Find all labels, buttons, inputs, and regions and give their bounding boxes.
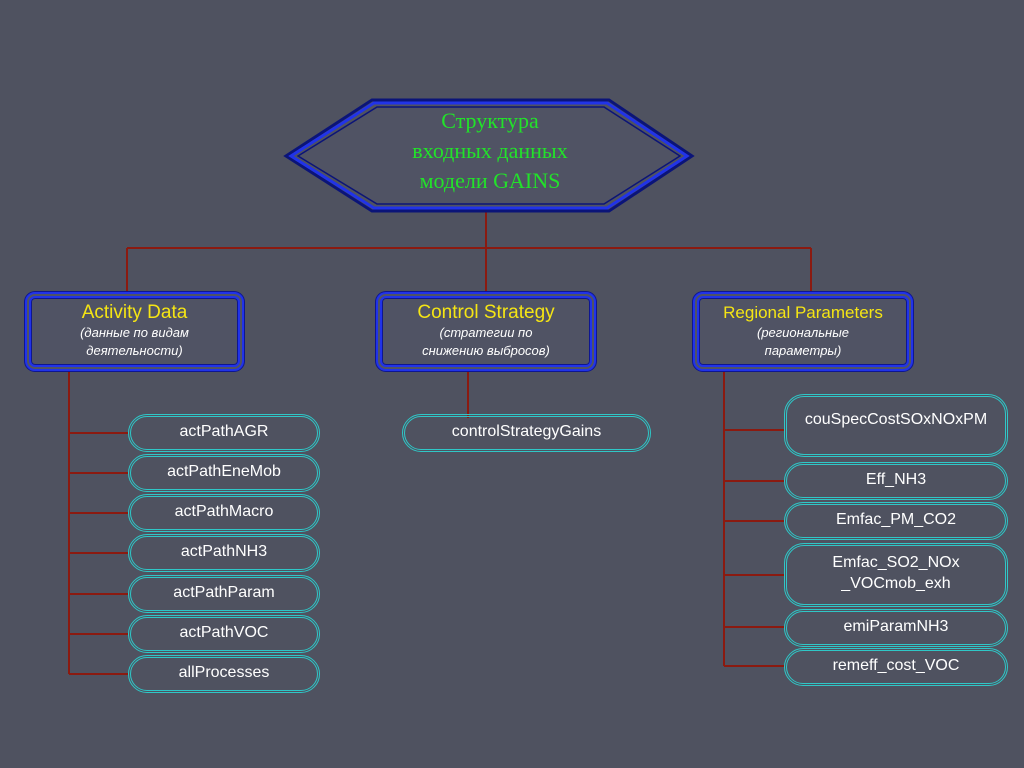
root-title-line-3: модели GAINS (419, 168, 561, 193)
regional-item: Emfac_PM_CO2 (784, 502, 1008, 540)
category-activity-subtitle: (данные по видам деятельности) (80, 325, 189, 358)
category-activity-title: Activity Data (81, 302, 188, 323)
activity-item: actPathParam (128, 575, 320, 613)
category-control-strategy: Control Strategy (стратегии по снижению … (376, 292, 596, 371)
regional-item: remeff_cost_VOC (784, 648, 1008, 686)
category-regional-parameters: Regional Parameters (региональные параме… (693, 292, 913, 371)
regional-item: Emfac_SO2_NOx _VOCmob_exh (784, 543, 1008, 607)
regional-item: emiParamNH3 (784, 609, 1008, 647)
category-control-subtitle: (стратегии по снижению выбросов) (422, 325, 550, 358)
activity-item: actPathAGR (128, 414, 320, 452)
regional-item: Eff_NH3 (784, 462, 1008, 500)
activity-item: actPathNH3 (128, 534, 320, 572)
activity-item: actPathEneMob (128, 454, 320, 492)
activity-item: actPathMacro (128, 494, 320, 532)
root-title-line-2: входных данных (412, 138, 568, 163)
category-control-title: Control Strategy (417, 302, 555, 323)
root-title: Структура входных данных модели GAINS (330, 106, 650, 196)
activity-item: actPathVOC (128, 615, 320, 653)
root-hexagon (283, 98, 695, 213)
category-activity-data: Activity Data (данные по видам деятельно… (25, 292, 244, 371)
category-regional-subtitle: (региональные параметры) (756, 325, 849, 358)
regional-item: couSpecCostSOxNOxPM (784, 394, 1008, 457)
activity-item: allProcesses (128, 655, 320, 693)
control-item: controlStrategyGains (402, 414, 651, 452)
root-title-line-1: Структура (441, 108, 539, 133)
category-regional-title: Regional Parameters (723, 303, 883, 322)
